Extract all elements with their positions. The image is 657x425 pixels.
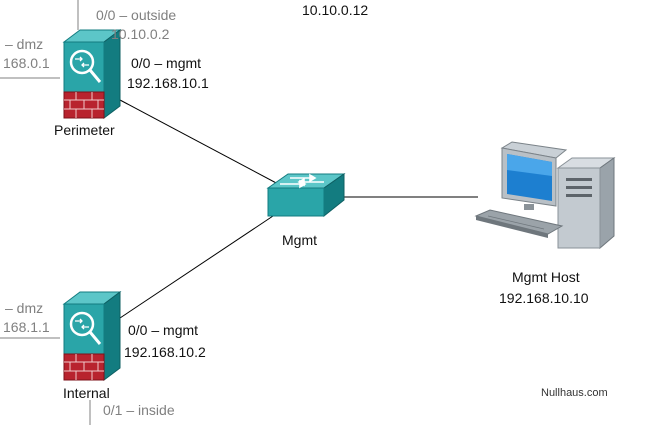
host-name: Mgmt Host xyxy=(512,269,580,285)
internal-inside-interface-label: 0/1 – inside xyxy=(103,402,175,418)
perimeter-mgmt-interface-label: 0/0 – mgmt xyxy=(131,55,202,71)
internal-dmz-interface-label: – dmz xyxy=(5,300,44,316)
link-perimeter-switch xyxy=(119,99,281,186)
watermark: Nullhaus.com xyxy=(541,387,608,399)
top-ip-label: 10.10.0.12 xyxy=(302,2,369,18)
internal-mgmt-ip: 192.168.10.2 xyxy=(124,344,206,360)
perimeter-mgmt-ip: 192.168.10.1 xyxy=(127,75,209,91)
switch-name: Mgmt xyxy=(282,232,317,248)
perimeter-device-name: Perimeter xyxy=(54,122,115,138)
perimeter-outside-ip: 10.10.0.2 xyxy=(111,26,170,42)
perimeter-dmz-interface-label: – dmz xyxy=(5,36,44,52)
mgmt-switch[interactable] xyxy=(266,168,346,224)
internal-device-name: Internal xyxy=(63,385,110,401)
mgmt-host-workstation[interactable] xyxy=(474,140,616,252)
firewall-icon xyxy=(62,291,122,381)
firewall-icon xyxy=(62,29,122,119)
host-ip: 192.168.10.10 xyxy=(499,290,589,306)
perimeter-dmz-ip: 168.0.1 xyxy=(3,55,50,71)
workstation-icon xyxy=(474,141,616,250)
perimeter-firewall[interactable] xyxy=(58,28,122,120)
internal-mgmt-interface-label: 0/0 – mgmt xyxy=(128,322,199,338)
switch-icon xyxy=(266,173,346,218)
link-internal-switch xyxy=(119,209,283,319)
perimeter-outside-interface-label: 0/0 – outside xyxy=(96,7,177,23)
internal-firewall[interactable] xyxy=(58,290,122,382)
internal-dmz-ip: 168.1.1 xyxy=(3,319,50,335)
